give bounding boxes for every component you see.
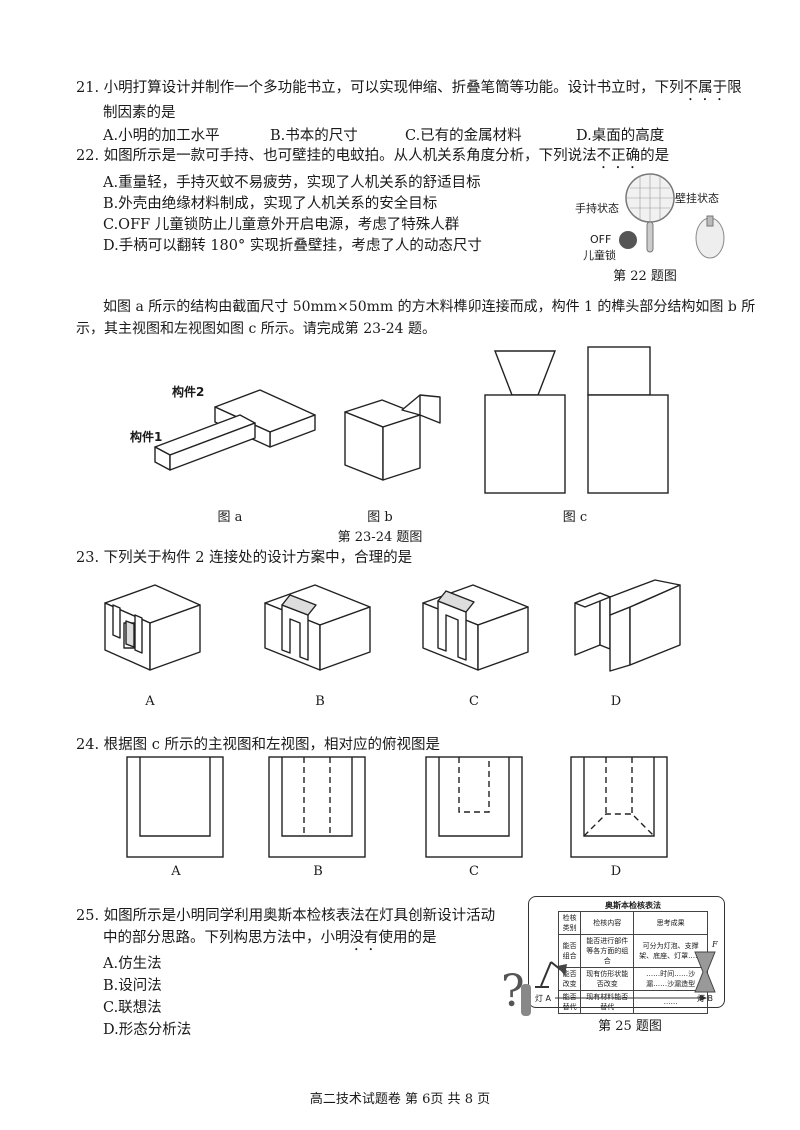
q22-caption: 第 22 题图 <box>613 269 677 284</box>
q23-option-a-figure <box>104 584 201 671</box>
q24-label-d: D <box>610 864 622 879</box>
q24-label-c: C <box>469 864 479 879</box>
q21-stem-text: 21. 小明打算设计并制作一个多功能书立，可以实现伸缩、折叠笔筒等功能。设计书立… <box>76 80 684 96</box>
thinker-figure <box>521 984 531 1016</box>
q21-option-a: A.小明的加工水平 <box>103 128 220 144</box>
child-lock-icon <box>619 231 637 249</box>
figure-a <box>154 389 316 471</box>
label-part2: 构件2 <box>172 385 205 399</box>
front-view-tenon <box>493 350 557 396</box>
q24-label-a: A <box>171 864 181 879</box>
q23-label-d: D <box>610 694 622 709</box>
q23-label-a: A <box>145 694 155 709</box>
q21-option-d: D.桌面的高度 <box>576 128 665 144</box>
q24-option-d-figure <box>570 756 668 858</box>
q25-option-d: D.形态分析法 <box>103 1022 192 1038</box>
q23-label-b: B <box>315 694 325 709</box>
osborn-row: 能否替代 现有材料能否替代 …… <box>557 990 708 1014</box>
caption-fig-a: 图 a <box>217 510 243 525</box>
q22-emphasis: 不正确 <box>596 148 641 164</box>
q21-stem-tail: 限 <box>727 80 742 96</box>
q24-stem: 24. 根据图 c 所示的主视图和左视图，相对应的俯视图是 <box>76 737 441 753</box>
q22-option-b: B.外壳由绝缘材料制成，实现了人机关系的安全目标 <box>103 196 438 212</box>
q21-option-c: C.已有的金属材料 <box>405 128 522 144</box>
label-force: F <box>712 940 718 949</box>
q23-option-b-figure <box>264 584 371 671</box>
label-off: OFF <box>590 233 612 246</box>
hourglass-lamp-icon <box>694 951 716 993</box>
desk-lamp-icon <box>535 961 562 988</box>
q22-option-d: D.手柄可以翻转 180° 实现折叠壁挂，考虑了人的动态尺寸 <box>103 238 482 254</box>
osborn-cell: 能否进行部件等各方面的组合 <box>580 934 635 968</box>
label-wall: 壁挂状态 <box>675 192 719 205</box>
osborn-cell: ……时间……沙漏……沙漏造型 <box>633 967 708 991</box>
osborn-cell: 现有材料能否替代 <box>580 990 635 1014</box>
q22-option-a: A.重量轻，手持灭蚊不易疲劳，实现了人机关系的舒适目标 <box>103 175 481 191</box>
q23-option-c-figure <box>422 584 529 671</box>
q24-option-a-figure <box>126 756 224 858</box>
q25-stem-text: 中的部分思路。下列构思方法中，小明 <box>103 930 350 946</box>
label-lamp-a: 灯 A <box>535 994 552 1003</box>
q24-option-b-figure <box>268 756 366 858</box>
osborn-cell: 现有仿形状能否改变 <box>580 967 635 991</box>
osborn-cell: …… <box>633 990 708 1014</box>
q23-option-d-figure <box>574 579 681 672</box>
q25-option-b: B.设问法 <box>103 978 162 994</box>
front-view-body <box>484 394 566 494</box>
osborn-header-category: 检核类别 <box>557 911 582 935</box>
page-footer: 高二技术试题卷 第 6页 共 8 页 <box>309 1092 491 1107</box>
osborn-cell: 能否替代 <box>557 990 582 1014</box>
osborn-table: 检核类别 检核内容 思考成果 能否组合 能否进行部件等各方面的组合 可分为灯泡、… <box>557 911 708 1014</box>
q21-emphasis: 不属于 <box>683 80 728 96</box>
q21-stem-line1: 21. 小明打算设计并制作一个多功能书立，可以实现伸缩、折叠笔筒等功能。设计书立… <box>76 78 742 104</box>
label-lamp-b: 灯 B <box>697 994 714 1003</box>
left-view-body <box>587 394 669 494</box>
q25-osborn-panel: 奥斯本检核表法 检核类别 检核内容 思考成果 能否组合 能否进行部件等各方面的组… <box>557 900 708 1014</box>
q22-stem-tail: 的是 <box>640 148 670 164</box>
q25-stem-line1: 25. 如图所示是小明同学利用奥斯本检核表法在灯具创新设计活动 <box>76 908 496 924</box>
intro-line1: 如图 a 所示的结构由截面尺寸 50mm×50mm 的方木料榫卯连接而成，构件 … <box>103 299 756 315</box>
q23-label-c: C <box>469 694 479 709</box>
arrow-head-icon <box>700 995 707 1001</box>
osborn-row: 能否组合 能否进行部件等各方面的组合 可分为灯泡、支撑架、底座、灯罩…… <box>557 934 708 968</box>
q25-emphasis: 没有 <box>349 930 379 946</box>
osborn-title: 奥斯本检核表法 <box>605 901 661 910</box>
label-lock: 儿童锁 <box>583 249 616 262</box>
q21-option-b: B.书本的尺寸 <box>270 128 358 144</box>
caption-fig-b: 图 b <box>367 510 393 525</box>
q25-stem-tail: 使用的是 <box>378 930 437 946</box>
q25-option-a: A.仿生法 <box>103 956 162 972</box>
q21-stem-line2: 制因素的是 <box>103 105 176 121</box>
label-handheld: 手持状态 <box>575 202 619 215</box>
caption-fig-c: 图 c <box>562 510 588 525</box>
q22-stem: 22. 如图所示是一款可手持、也可壁挂的电蚊拍。从人机关系角度分析，下列说法不正… <box>76 146 669 172</box>
q23-stem: 23. 下列关于构件 2 连接处的设计方案中，合理的是 <box>76 550 413 566</box>
q24-label-b: B <box>313 864 323 879</box>
question-mark-icon: ? <box>501 966 525 1017</box>
osborn-cell: 可分为灯泡、支撑架、底座、灯罩…… <box>633 934 708 968</box>
q22-stem-text: 22. 如图所示是一款可手持、也可壁挂的电蚊拍。从人机关系角度分析，下列说法 <box>76 148 597 164</box>
osborn-header-content: 检核内容 <box>580 911 635 935</box>
figure-b <box>344 394 441 481</box>
q22-figure <box>619 173 725 259</box>
racket-handle <box>646 221 654 253</box>
q22-option-c: C.OFF 儿童锁防止儿童意外开启电源，考虑了特殊人群 <box>103 217 460 233</box>
osborn-row: 能否改变 现有仿形状能否改变 ……时间……沙漏……沙漏造型 <box>557 967 708 991</box>
group-caption-23-24: 第 23-24 题图 <box>337 530 423 545</box>
q25-illustration: ? <box>501 951 716 1017</box>
wall-mount-handle <box>706 215 714 227</box>
intro-line2: 示，其主视图和左视图如图 c 所示。请完成第 23-24 题。 <box>76 321 436 337</box>
label-part1: 构件1 <box>130 430 163 444</box>
q25-option-c: C.联想法 <box>103 1000 162 1016</box>
osborn-header-result: 思考成果 <box>633 911 708 935</box>
q25-caption: 第 25 题图 <box>598 1019 662 1034</box>
q25-stem-line2: 中的部分思路。下列构思方法中，小明没有使用的是 <box>103 928 437 954</box>
figure-c <box>484 346 669 494</box>
left-view-tenon <box>587 346 651 396</box>
q24-option-c-figure <box>425 756 523 858</box>
